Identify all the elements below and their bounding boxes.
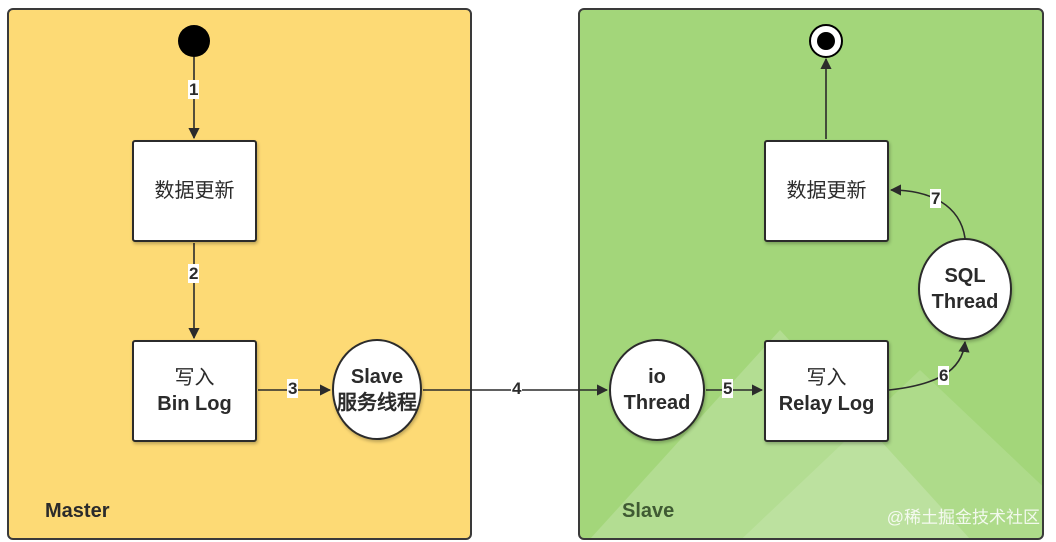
end-node-core [817, 32, 835, 50]
watermark: @稀土掘金技术社区 [886, 508, 1040, 527]
slave-label: Slave [622, 500, 675, 522]
edge-7 [889, 184, 966, 239]
edge-label-6: 6 [938, 366, 950, 385]
node-line1: SQL [944, 265, 986, 287]
node-line2: Bin Log [157, 393, 232, 415]
master-label: Master [45, 500, 110, 522]
edge-label-2: 2 [188, 264, 200, 283]
node-line1: io [648, 366, 666, 388]
edge-label-5: 5 [722, 379, 734, 398]
edge-label-4: 4 [511, 379, 523, 398]
start-node [178, 25, 210, 57]
edge-6 [888, 340, 970, 391]
slave-data-update-box: 数据更新 [764, 140, 889, 242]
node-line2: Thread [623, 392, 691, 414]
node-line2: Relay Log [778, 393, 875, 415]
node-line1: 写入 [174, 367, 215, 389]
master-data-update-box: 数据更新 [132, 140, 257, 242]
edge-label-7: 7 [930, 189, 942, 208]
master-binlog-box: 写入 Bin Log [132, 340, 257, 442]
node-line2: Thread [931, 291, 999, 313]
edge-label-1: 1 [188, 80, 200, 99]
node-line1: Slave [350, 365, 404, 388]
io-thread-node: io Thread [609, 339, 705, 441]
relay-log-box: 写入 Relay Log [764, 340, 889, 442]
edge-label-3: 3 [287, 379, 299, 398]
master-panel [7, 8, 472, 540]
node-line2: 服务线程 [337, 391, 417, 414]
node-line1: 写入 [806, 367, 847, 389]
sql-thread-node: SQL Thread [918, 238, 1012, 340]
node-text: 数据更新 [786, 180, 867, 202]
node-text: 数据更新 [154, 180, 235, 202]
slave-service-thread-node: Slave 服务线程 [332, 339, 422, 440]
